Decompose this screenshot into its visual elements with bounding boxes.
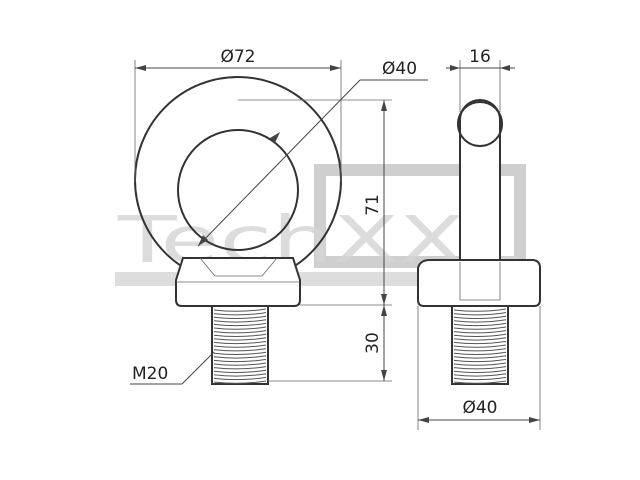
inner-hole [177, 129, 299, 251]
thread-line [213, 337, 267, 341]
thread-pattern [213, 308, 267, 384]
thread-line [213, 351, 267, 355]
leader-thread [181, 351, 215, 385]
watermark-box [314, 164, 526, 268]
arrow [135, 65, 146, 71]
thread-line [213, 366, 267, 370]
thread-line [213, 362, 267, 366]
thread-line [453, 337, 507, 341]
thread-line [453, 373, 507, 377]
thread-line [213, 322, 267, 327]
dim-line-inner-diameter [197, 79, 361, 247]
arrow [450, 65, 460, 71]
thread-line [213, 333, 267, 337]
arrow [330, 65, 341, 71]
ring-top [457, 101, 503, 147]
thread-line [213, 348, 267, 352]
thread-line [213, 330, 267, 334]
label-ring-thickness: 16 [469, 47, 491, 67]
arrow [198, 235, 208, 246]
thread-line [453, 315, 507, 319]
thread-line [213, 355, 267, 359]
thread-line [453, 358, 507, 363]
label-thread: M20 [132, 364, 168, 384]
label-collar-diameter: Ø40 [462, 398, 497, 418]
arrow [381, 294, 387, 305]
thread-line [453, 348, 507, 352]
thread-line [453, 326, 507, 330]
thread-line [213, 369, 267, 373]
label-thread-length: 30 [363, 332, 383, 354]
arrow [381, 370, 387, 381]
thread-line [453, 344, 507, 348]
thread-line [453, 340, 507, 345]
thread-line [453, 366, 507, 370]
thread-line [213, 319, 267, 323]
collar-bevel [199, 257, 278, 277]
arrow [270, 132, 280, 143]
label-inner-diameter: Ø40 [382, 59, 417, 79]
thread-line [453, 355, 507, 359]
arrow [381, 100, 387, 111]
side-view: 16 Ø40 [417, 47, 541, 430]
thread-line [453, 330, 507, 334]
thread-line [453, 380, 507, 384]
arrow [381, 305, 387, 316]
thread-line [453, 351, 507, 355]
thread-line [213, 315, 267, 319]
thread-line [453, 322, 507, 327]
thread-line [453, 319, 507, 323]
thread-line [453, 369, 507, 373]
thread-line [213, 373, 267, 377]
arrow [500, 65, 510, 71]
thread-line [213, 308, 267, 312]
thread-pattern-side [453, 308, 507, 384]
thread-line [453, 312, 507, 316]
label-overall-diameter: Ø72 [220, 47, 255, 67]
collar-side [417, 259, 541, 307]
thread-line [213, 344, 267, 348]
collar-side-inner [459, 262, 501, 301]
thread-line [453, 362, 507, 366]
thread-line [213, 358, 267, 363]
thread-line [453, 308, 507, 312]
ring-side [459, 99, 501, 265]
label-height: 71 [363, 194, 383, 216]
arrow [418, 417, 429, 423]
thread-line [453, 333, 507, 337]
thread-line [213, 340, 267, 345]
front-view: Ø72 Ø40 71 30 M20 [130, 47, 428, 385]
thread-line [213, 326, 267, 330]
thread-line [213, 376, 267, 381]
arrow [529, 417, 540, 423]
thread-line [213, 380, 267, 384]
thread-line [213, 312, 267, 316]
thread-line [453, 376, 507, 381]
